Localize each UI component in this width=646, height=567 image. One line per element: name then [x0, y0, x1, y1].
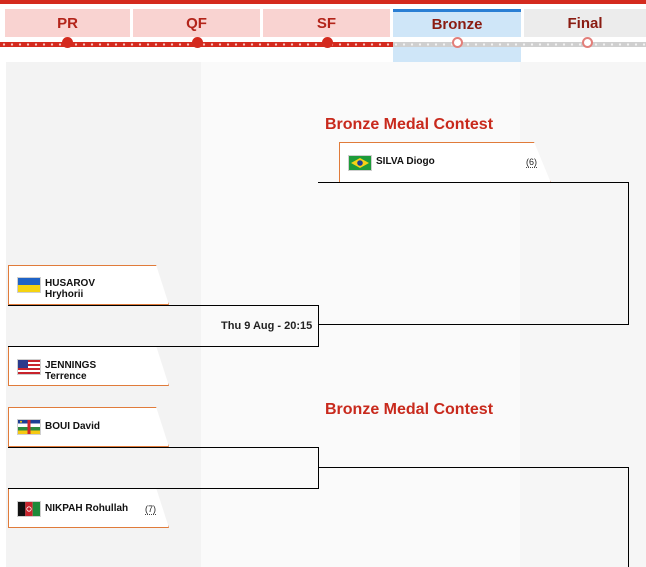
tab-sf[interactable]: SF — [263, 9, 390, 37]
progress-node-bronze[interactable] — [452, 37, 463, 48]
athlete-card[interactable]: SILVA Diogo (6) — [339, 142, 551, 183]
athlete-name: SILVA Diogo — [376, 156, 435, 167]
tab-pr[interactable]: PR — [5, 9, 130, 37]
bracket-line — [628, 182, 629, 325]
bracket-line — [318, 182, 629, 183]
tab-final[interactable]: Final — [524, 9, 646, 37]
bracket-line — [318, 305, 319, 347]
athlete-name-line2: Terrence — [45, 371, 87, 382]
bracket-line — [8, 305, 319, 306]
bracket-line — [8, 447, 319, 448]
athlete-card[interactable]: JENNINGS Terrence — [8, 346, 169, 386]
athlete-card[interactable]: BOUI David — [8, 407, 169, 447]
athlete-card[interactable]: HUSAROV Hryhorii — [8, 265, 169, 305]
bracket-line — [318, 447, 319, 489]
tab-qf[interactable]: QF — [133, 9, 260, 37]
ukraine-flag-icon — [17, 277, 41, 293]
contest-heading: Bronze Medal Contest — [325, 116, 494, 133]
progress-node-pr[interactable] — [62, 37, 73, 48]
progress-node-qf[interactable] — [192, 37, 203, 48]
central-african-republic-flag-icon — [17, 419, 41, 435]
bracket-line — [318, 324, 629, 325]
athlete-seed: (6) — [526, 157, 537, 168]
athlete-name-line1: JENNINGS — [45, 360, 97, 371]
athlete-name: BOUI David — [45, 421, 101, 432]
progress-node-sf[interactable] — [322, 37, 333, 48]
athlete-name-line1: HUSAROV — [45, 278, 96, 289]
usa-flag-icon — [17, 359, 41, 375]
athlete-seed: (7) — [145, 504, 156, 515]
active-tab-highlight — [393, 47, 521, 62]
bracket-line — [318, 467, 629, 468]
bracket-lane — [520, 62, 646, 567]
bracket-line — [8, 488, 319, 489]
progress-node-final[interactable] — [582, 37, 593, 48]
contest-heading: Bronze Medal Contest — [325, 401, 494, 418]
top-accent-bar — [0, 0, 646, 4]
athlete-name: NIKPAH Rohullah — [45, 503, 129, 514]
athlete-name-line2: Hryhorii — [45, 289, 84, 300]
bracket-line — [8, 346, 319, 347]
tab-bronze[interactable]: Bronze — [393, 9, 521, 37]
brazil-flag-icon — [348, 155, 372, 171]
afghanistan-flag-icon — [17, 501, 41, 517]
bracket-line — [628, 467, 629, 567]
match-time: Thu 9 Aug - 20:15 — [221, 320, 313, 332]
athlete-card[interactable]: NIKPAH Rohullah (7) — [8, 488, 169, 528]
